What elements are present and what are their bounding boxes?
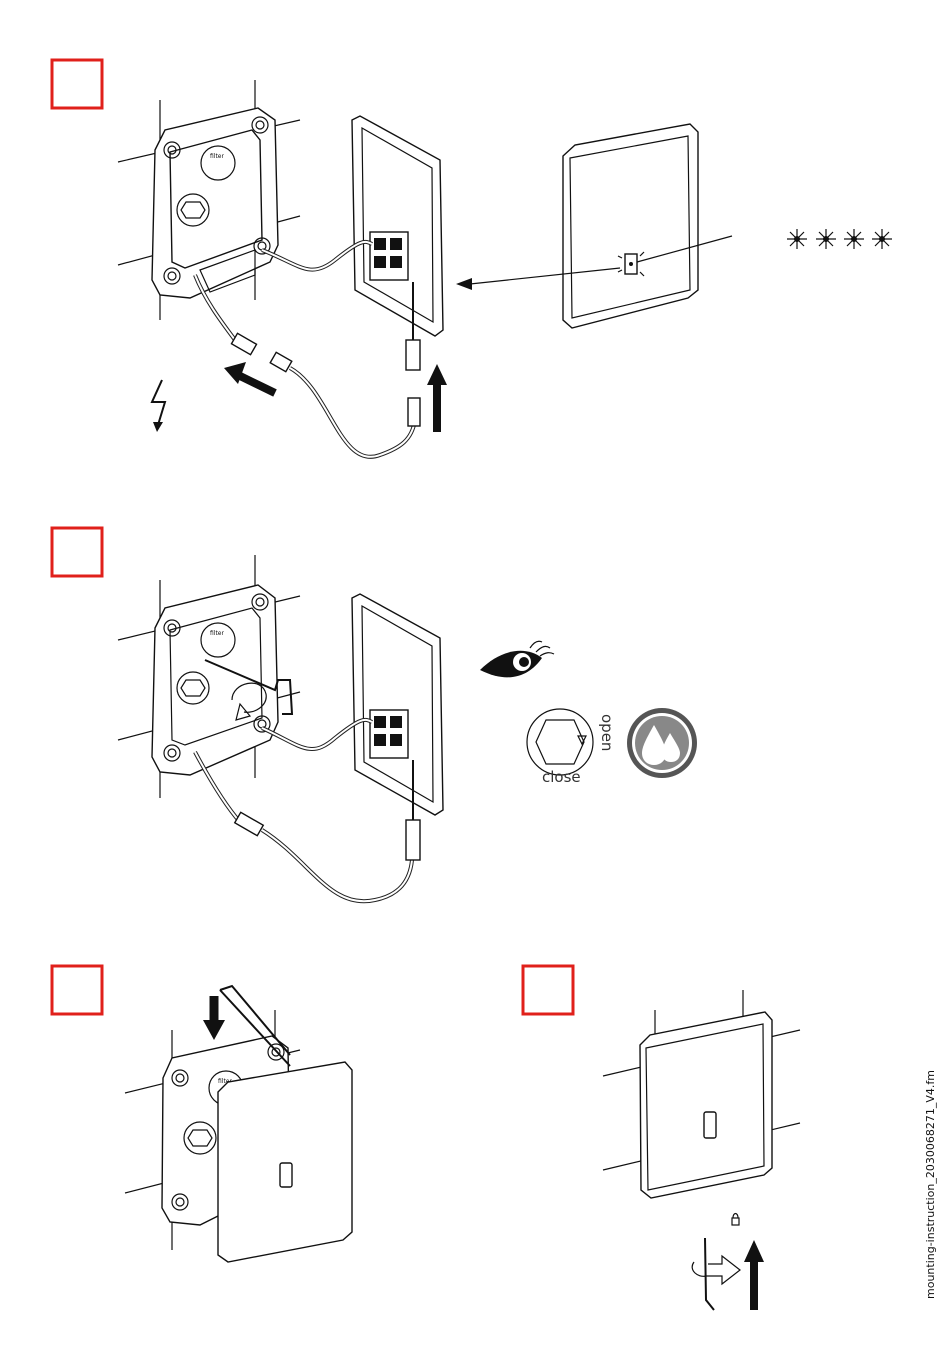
sensor-plate-1	[456, 124, 732, 328]
filter-label-2: filter	[210, 630, 224, 637]
file-name-label: mounting-instruction_2030068271_V4.fm	[924, 1065, 944, 1305]
valve-open-close-icon: close open	[527, 709, 616, 786]
cover-box-2	[352, 594, 443, 815]
sensor-plate-4	[603, 990, 800, 1198]
hex-key-turn-icon	[692, 1238, 740, 1310]
lightning-bolt-icon	[152, 380, 165, 432]
press-down-arrow	[203, 996, 225, 1040]
step-box-1	[52, 60, 102, 108]
eye-icon	[480, 641, 554, 677]
mounting-frame-2: filter	[118, 555, 300, 798]
step-box-3	[52, 966, 102, 1014]
lift-up-arrow	[744, 1240, 764, 1310]
mounting-frame-1: filter	[118, 80, 300, 320]
filter-label-1: filter	[210, 153, 224, 160]
lock-small-icon	[732, 1214, 739, 1226]
sensor-plate-3	[218, 1062, 352, 1262]
plug-arrow-left	[224, 362, 275, 393]
step-box-4	[523, 966, 573, 1014]
water-drops-icon	[627, 708, 697, 778]
step-box-2	[52, 528, 102, 576]
valve-close-label: close	[542, 768, 581, 786]
valve-open-label: open	[598, 714, 616, 751]
led-blink-indicator	[787, 229, 892, 249]
plug-arrow-up	[427, 364, 447, 432]
cover-box-1	[352, 116, 443, 336]
